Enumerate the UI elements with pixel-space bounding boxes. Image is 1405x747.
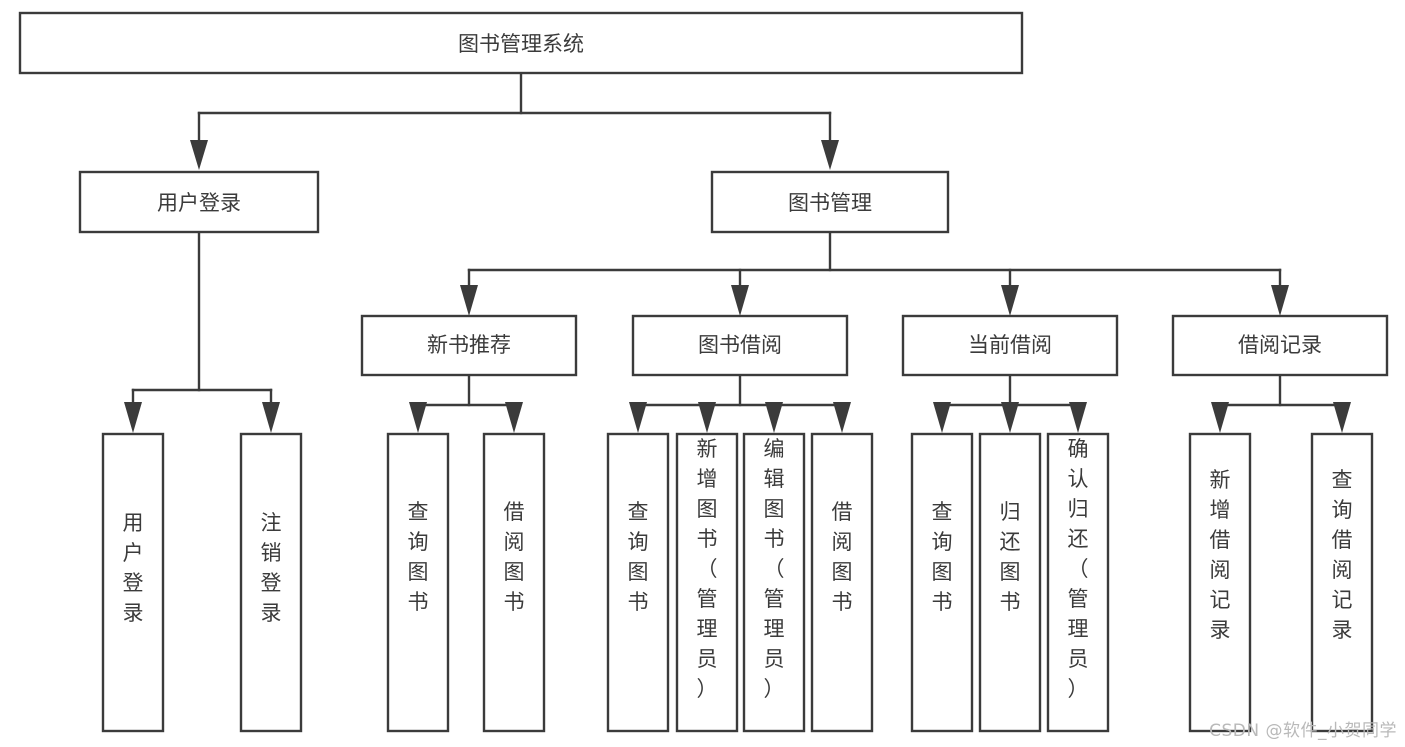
node-user-login[interactable]: 用户登录: [78, 170, 320, 234]
arrow-head-leaf-query-book-2: [629, 402, 647, 433]
node-new-book-recommend-box[interactable]: [360, 314, 578, 377]
node-leaf-add-book-label: 新增图书（管理员）: [697, 437, 718, 701]
node-leaf-query-book-3-box[interactable]: [910, 432, 974, 733]
node-leaf-query-book-1[interactable]: 查询图书: [386, 432, 450, 733]
node-leaf-confirm-return-box[interactable]: [1046, 432, 1110, 733]
node-user-login-label: 用户登录: [157, 191, 241, 215]
node-leaf-query-book-1-label: 查询图书: [408, 500, 429, 614]
node-leaf-return-book-label: 归还图书: [1000, 500, 1021, 614]
node-leaf-edit-book-label: 编辑图书（管理员）: [764, 437, 785, 701]
node-book-borrow-label: 图书借阅: [698, 333, 782, 357]
node-leaf-query-book-2[interactable]: 查询图书: [606, 432, 670, 733]
node-borrow-record-label: 借阅记录: [1238, 333, 1322, 357]
arrow-head-leaf-return-book: [1001, 402, 1019, 433]
node-new-book-recommend-label: 新书推荐: [427, 333, 511, 357]
node-new-book-recommend[interactable]: 新书推荐: [360, 314, 578, 377]
node-leaf-borrow-book-2-box[interactable]: [810, 432, 874, 733]
node-leaf-user-login-box[interactable]: [101, 432, 165, 733]
node-leaf-confirm-return-label: 确认归还（管理员）: [1068, 437, 1089, 701]
node-leaf-add-record-box[interactable]: [1188, 432, 1252, 733]
node-leaf-query-book-2-box[interactable]: [606, 432, 670, 733]
node-leaf-query-record-label: 查询借阅记录: [1332, 468, 1353, 642]
arrow-head-leaf-add-record: [1211, 402, 1229, 433]
node-leaf-borrow-book-1-box[interactable]: [482, 432, 546, 733]
arrow-head-leaf-borrow-book-1: [505, 402, 523, 433]
arrow-head-user-login: [190, 140, 208, 170]
node-book-management[interactable]: 图书管理: [710, 170, 950, 234]
arrow-head-book-borrow: [731, 285, 749, 316]
node-leaf-return-book[interactable]: 归还图书: [978, 432, 1042, 733]
node-root-box[interactable]: [18, 11, 1024, 75]
node-leaf-borrow-book-1[interactable]: 借阅图书: [482, 432, 546, 733]
node-leaf-borrow-book-2-label: 借阅图书: [832, 500, 853, 614]
node-leaf-borrow-book-1-label: 借阅图书: [504, 500, 525, 614]
csdn-watermark: CSDN @软件_小贺同学: [1209, 721, 1397, 741]
node-leaf-edit-book[interactable]: 编辑图书（管理员）: [742, 432, 806, 733]
node-current-borrow-box[interactable]: [901, 314, 1119, 377]
node-leaf-return-book-box[interactable]: [978, 432, 1042, 733]
arrow-head-leaf-user-login: [124, 402, 142, 433]
node-leaf-query-record-box[interactable]: [1310, 432, 1374, 733]
arrow-head-leaf-query-record: [1333, 402, 1351, 433]
node-root[interactable]: 图书管理系统: [18, 11, 1024, 75]
arrow-head-leaf-logout: [262, 402, 280, 433]
node-leaf-edit-book-box[interactable]: [742, 432, 806, 733]
node-current-borrow-label: 当前借阅: [968, 333, 1052, 357]
node-leaf-add-book-box[interactable]: [675, 432, 739, 733]
arrow-head-new-book-recommend: [460, 285, 478, 316]
node-book-management-box[interactable]: [710, 170, 950, 234]
node-leaf-query-record[interactable]: 查询借阅记录: [1310, 432, 1374, 733]
arrow-head-leaf-borrow-book-2: [833, 402, 851, 433]
node-book-management-label: 图书管理: [788, 191, 872, 215]
node-leaf-query-book-2-label: 查询图书: [628, 500, 649, 614]
arrow-head-leaf-query-book-1: [409, 402, 427, 433]
connector-layer: [124, 71, 1351, 433]
node-borrow-record-box[interactable]: [1171, 314, 1389, 377]
arrow-head-leaf-query-book-3: [933, 402, 951, 433]
node-leaf-query-book-3-label: 查询图书: [932, 500, 953, 614]
arrow-head-leaf-edit-book: [765, 402, 783, 433]
node-leaf-logout-box[interactable]: [239, 432, 303, 733]
node-leaf-query-book-1-box[interactable]: [386, 432, 450, 733]
node-user-login-box[interactable]: [78, 170, 320, 234]
node-leaf-user-login[interactable]: 用户登录: [101, 432, 165, 733]
arrow-head-book-management: [821, 140, 839, 170]
node-leaf-confirm-return[interactable]: 确认归还（管理员）: [1046, 432, 1110, 733]
node-leaf-user-login-label: 用户登录: [123, 511, 144, 625]
node-leaf-add-record[interactable]: 新增借阅记录: [1188, 432, 1252, 733]
node-leaf-logout[interactable]: 注销登录: [239, 432, 303, 733]
node-borrow-record[interactable]: 借阅记录: [1171, 314, 1389, 377]
node-root-label: 图书管理系统: [458, 32, 584, 56]
node-leaf-query-book-3[interactable]: 查询图书: [910, 432, 974, 733]
node-leaf-add-book[interactable]: 新增图书（管理员）: [675, 432, 739, 733]
arrow-head-leaf-confirm-return: [1069, 402, 1087, 433]
node-leaf-borrow-book-2[interactable]: 借阅图书: [810, 432, 874, 733]
node-current-borrow[interactable]: 当前借阅: [901, 314, 1119, 377]
node-leaf-logout-label: 注销登录: [261, 511, 282, 625]
node-book-borrow[interactable]: 图书借阅: [631, 314, 849, 377]
arrow-head-borrow-record: [1271, 285, 1289, 316]
arrow-head-leaf-add-book: [698, 402, 716, 433]
node-book-borrow-box[interactable]: [631, 314, 849, 377]
arrow-head-current-borrow: [1001, 285, 1019, 316]
node-leaf-add-record-label: 新增借阅记录: [1210, 468, 1231, 642]
